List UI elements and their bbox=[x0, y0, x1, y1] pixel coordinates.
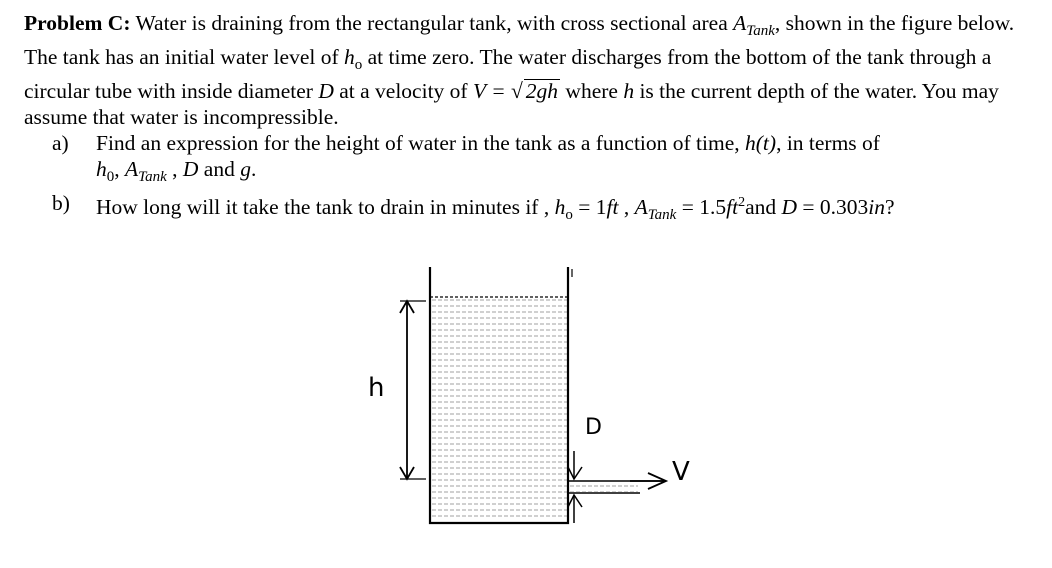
part-body: How long will it take the tank to drain … bbox=[96, 190, 1034, 228]
part-text: Find an expression for the height of wat… bbox=[96, 131, 746, 155]
label-D: D bbox=[585, 415, 602, 440]
math-sup-2: 2 bbox=[738, 195, 746, 210]
math-sub-tank: Tank bbox=[647, 207, 677, 223]
outlet-water bbox=[568, 482, 638, 492]
tank-diagram bbox=[399, 267, 669, 525]
tank-wall bbox=[428, 267, 570, 525]
h-arrow-up-icon bbox=[399, 299, 415, 314]
math-ft: ft bbox=[606, 195, 619, 219]
part-body: Find an expression for the height of wat… bbox=[96, 130, 1034, 190]
water-fill bbox=[430, 297, 568, 520]
math-h0: h bbox=[554, 195, 566, 219]
math-V-eq: V = bbox=[472, 79, 511, 103]
statement-text: , shown in the figure below. The tank ha… bbox=[24, 11, 1015, 69]
math-D: D bbox=[318, 79, 334, 103]
math-A: A bbox=[733, 11, 747, 35]
math-h: h bbox=[623, 79, 635, 103]
math-h0: h bbox=[96, 157, 107, 181]
math-A: A bbox=[634, 195, 648, 219]
math-sub-o: o bbox=[354, 57, 363, 73]
label-h: h bbox=[368, 373, 385, 403]
part-text: , bbox=[618, 195, 635, 219]
part-text: , bbox=[114, 157, 125, 181]
math-in: in bbox=[868, 195, 886, 219]
math-g: g bbox=[240, 157, 251, 181]
part-text: = 1.5 bbox=[676, 195, 727, 219]
math-sub-tank: Tank bbox=[746, 23, 775, 39]
statement-text: Water is draining from the rectangular t… bbox=[130, 11, 734, 35]
d-arrow-up-icon bbox=[567, 493, 583, 508]
part-text: and bbox=[745, 195, 782, 219]
label-V: V bbox=[672, 457, 690, 487]
tank-figure: h D V bbox=[330, 255, 730, 555]
sqrt-symbol: √ bbox=[510, 79, 523, 103]
problem-text: Problem C: Water is draining from the re… bbox=[24, 10, 1034, 228]
part-text: . bbox=[250, 157, 257, 181]
part-label: b) bbox=[52, 191, 70, 215]
math-sub-tank: Tank bbox=[138, 169, 167, 185]
math-D: D bbox=[182, 157, 199, 181]
part-label: a) bbox=[52, 131, 69, 155]
problem-statement: Problem C: Water is draining from the re… bbox=[24, 10, 1034, 130]
math-ft: ft bbox=[726, 195, 739, 219]
part-text: = 0.303 bbox=[797, 195, 869, 219]
math-sub-0: 0 bbox=[106, 169, 115, 185]
part-text: , in terms of bbox=[776, 131, 880, 155]
problem-heading: Problem C: bbox=[24, 11, 131, 35]
math-D: D bbox=[781, 195, 798, 219]
h-arrow-down-icon bbox=[399, 466, 415, 481]
math-A: A bbox=[125, 157, 139, 181]
statement-text: at time zero. The water discharges from … bbox=[24, 45, 992, 103]
d-arrow-down-icon bbox=[567, 466, 583, 481]
statement-text: is the current depth of the water. You m… bbox=[24, 79, 999, 129]
statement-text: where bbox=[560, 79, 624, 103]
part-text: How long will it take the tank to drain … bbox=[96, 195, 555, 219]
math-ht: h(t) bbox=[745, 131, 777, 155]
math-sub-o: o bbox=[565, 207, 573, 223]
part-text: ? bbox=[885, 195, 895, 219]
part-text: , bbox=[166, 157, 183, 181]
part-a: a) Find an expression for the height of … bbox=[52, 130, 1034, 190]
math-sqrt-arg: 2gh bbox=[523, 79, 561, 103]
statement-text: at a velocity of bbox=[333, 79, 473, 103]
part-b: b) How long will it take the tank to dra… bbox=[52, 190, 1034, 228]
part-text: = 1 bbox=[572, 195, 607, 219]
math-h: h bbox=[344, 45, 355, 69]
part-text: and bbox=[198, 157, 241, 181]
